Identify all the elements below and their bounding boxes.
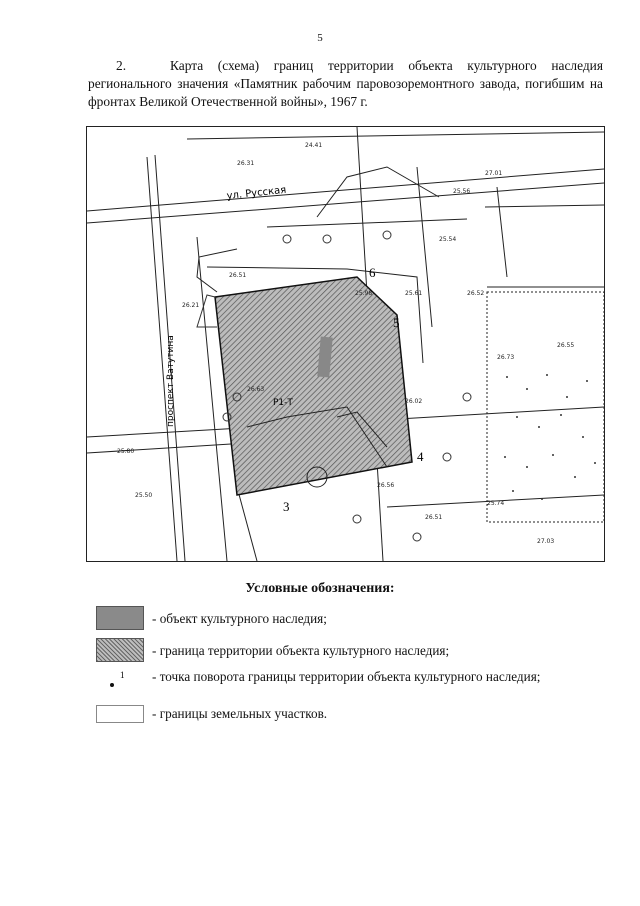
legend-title: Условные обозначения:: [245, 581, 395, 596]
elevation-mark: 26.51: [425, 514, 442, 521]
street-line-north: [87, 168, 604, 212]
site-map-drawing: ул. Русская проспект Ватутина Р1-Т 3 4 5…: [87, 127, 604, 561]
site-map: ул. Русская проспект Ватутина Р1-Т 3 4 5…: [86, 126, 605, 562]
boundary-point-4: 4: [417, 449, 424, 464]
elevation-mark: 24.41: [305, 142, 322, 149]
legend-swatch-solid: [96, 606, 144, 630]
zone-label: Р1-Т: [273, 398, 293, 408]
elevation-mark: 25.54: [439, 236, 456, 243]
legend-label: - границы земельных участков.: [152, 706, 328, 721]
elevation-mark: 26.55: [557, 342, 574, 349]
street-line-south: [87, 182, 604, 224]
elevation-mark: 27.01: [485, 170, 502, 177]
boundary-point-6: 6: [369, 265, 376, 280]
avenue-label: проспект Ватутина: [166, 335, 176, 427]
legend-label: - граница территории объекта культурного…: [152, 643, 450, 658]
elevation-mark: 26.73: [497, 354, 514, 361]
elevation-mark: 26.31: [237, 160, 254, 167]
heading-text: Карта (схема) границ территории объекта …: [88, 58, 603, 109]
boundary-point-5: 5: [393, 315, 400, 330]
elevation-mark: 26.52: [467, 290, 484, 297]
elevation-mark: 26.51: [229, 272, 246, 279]
elevation-mark: 25.61: [405, 290, 422, 297]
heritage-territory-boundary: [214, 276, 413, 496]
elevation-mark: 25.98: [355, 290, 372, 297]
heading-paragraph: 2.Карта (схема) границ территории объект…: [88, 57, 603, 111]
street-label: ул. Русская: [226, 185, 287, 202]
elevation-mark: 25.74: [487, 500, 504, 507]
boundary-point-3: 3: [283, 499, 290, 514]
legend-label: - точка поворота границы территории объе…: [152, 669, 541, 684]
legend-label: - объект культурного наследия;: [152, 611, 327, 626]
legend-swatch-empty: [96, 705, 144, 723]
elevation-mark: 26.56: [377, 482, 394, 489]
heritage-object: [317, 336, 333, 378]
heading-item-number: 2.: [116, 58, 127, 73]
elevation-mark: 25.80: [117, 448, 134, 455]
turning-point-number: 1: [120, 670, 125, 680]
elevation-mark: 25.56: [453, 188, 470, 195]
elevation-mark: 26.63: [247, 386, 264, 393]
legend-swatch-hatched: [96, 638, 144, 662]
page-number: 5: [317, 32, 323, 44]
elevation-mark: 25.50: [135, 492, 152, 499]
elevation-mark: 27.03: [537, 538, 554, 545]
turning-point-icon: 1: [110, 670, 125, 687]
elevation-mark: 26.02: [405, 398, 422, 405]
elevation-mark: 26.21: [182, 302, 199, 309]
